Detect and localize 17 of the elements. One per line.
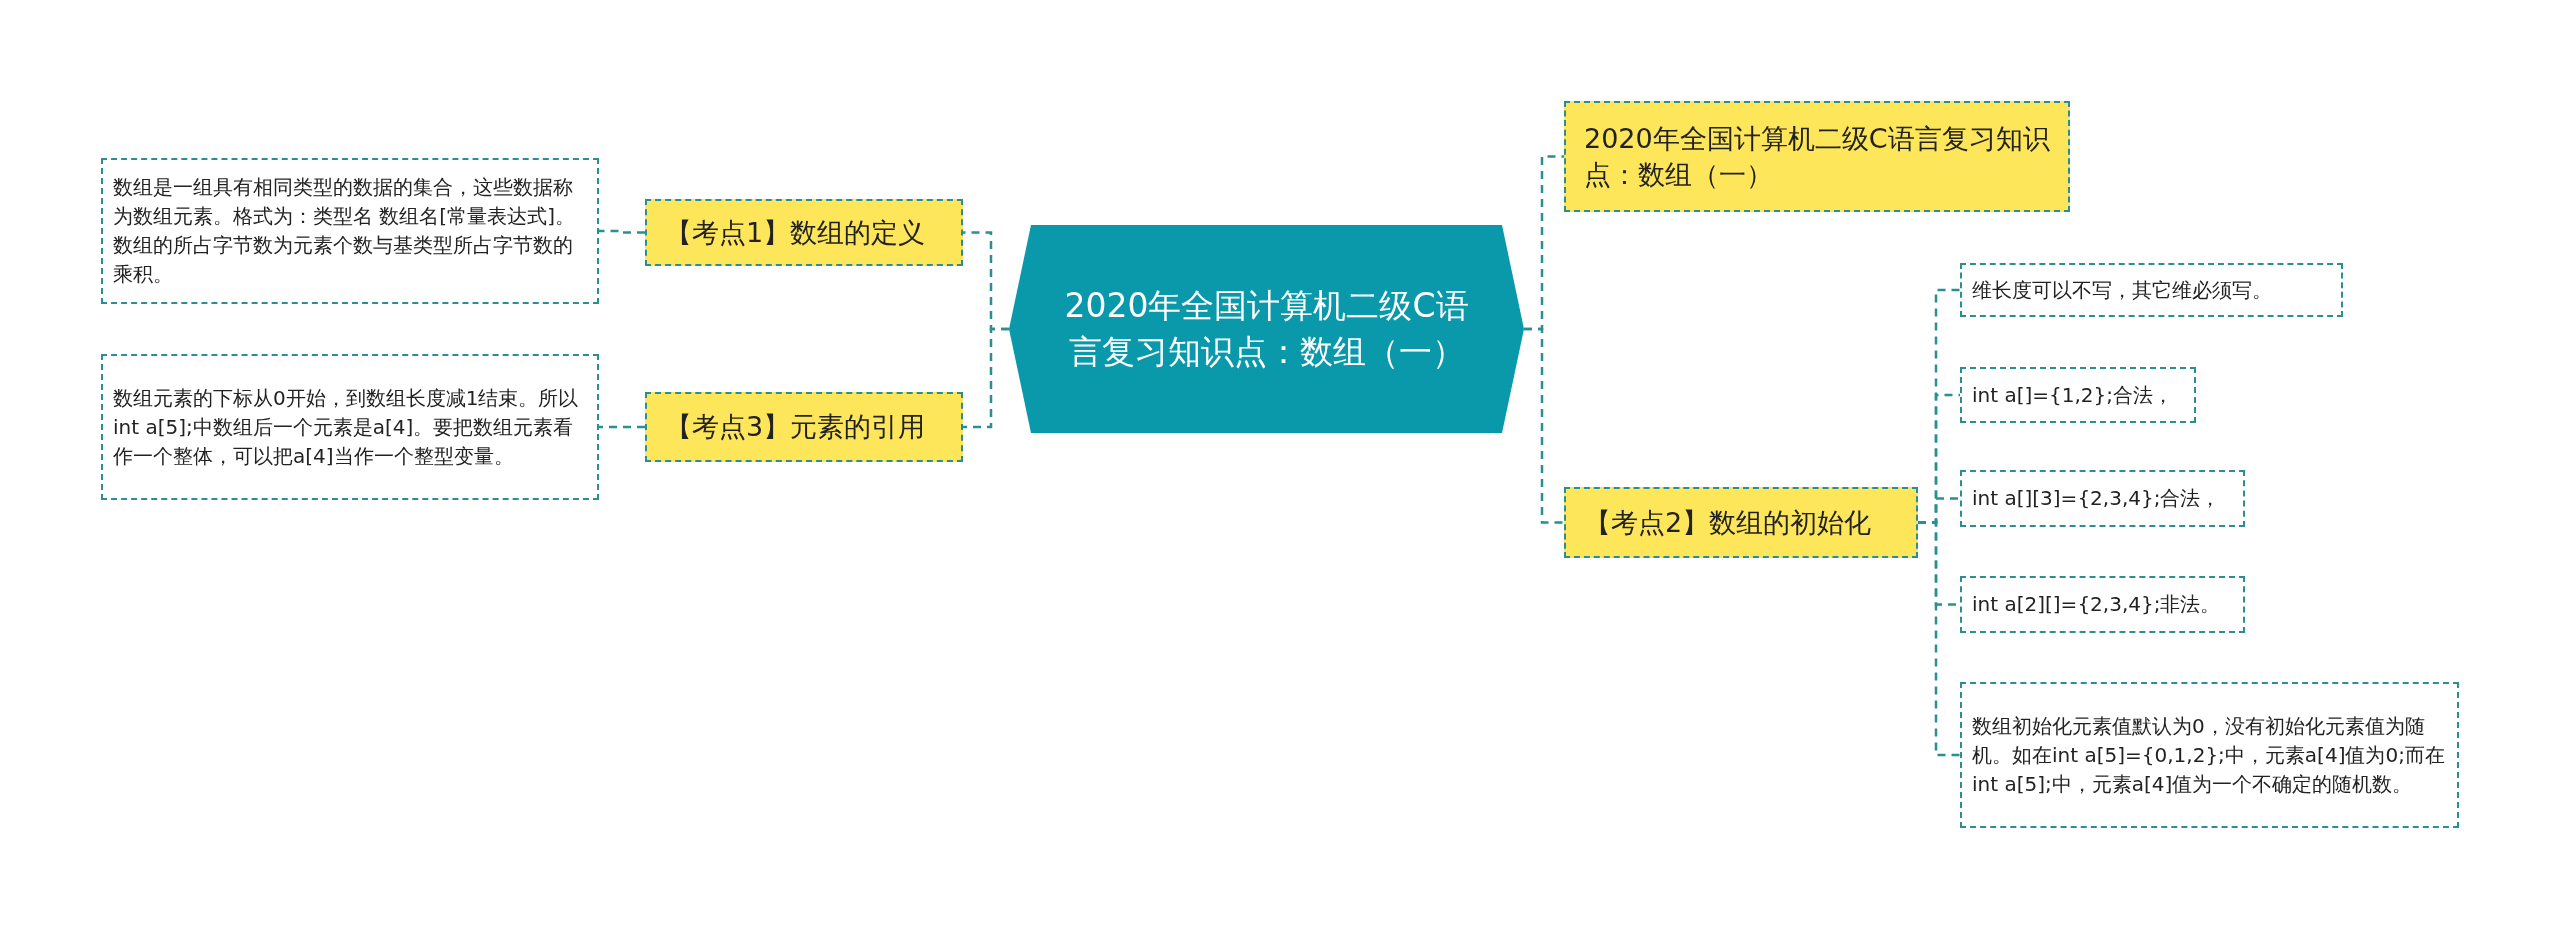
topic-box: 2020年全国计算机二级C语言复习知识点：数组（一）	[1564, 101, 2070, 212]
note-box: int a[][3]={2,3,4};合法，	[1960, 470, 2245, 527]
central-topic: 2020年全国计算机二级C语言复习知识点：数组（一）	[1009, 225, 1524, 433]
connector-line	[599, 425, 645, 429]
connector-line	[963, 327, 1009, 429]
connector-line	[1918, 521, 1960, 757]
connector-line	[1524, 327, 1564, 524]
note-box: int a[]={1,2};合法，	[1960, 367, 2196, 423]
topic-box: 【考点2】数组的初始化	[1564, 487, 1918, 558]
topic-box: 【考点1】数组的定义	[645, 199, 963, 266]
note-box: 数组初始化元素值默认为0，没有初始化元素值为随机。如在int a[5]={0,1,2};中，元素a[4]值为0;而在int a[5];中，元素a[4]值为一个不确定的随机数。	[1960, 682, 2459, 828]
connector-line	[599, 229, 645, 234]
note-box: 数组元素的下标从0开始，到数组长度减1结束。所以int a[5];中数组后一个元素是a[4]。要把数组元素看作一个整体，可以把a[4]当作一个整型变量。	[101, 354, 599, 500]
topic-box: 【考点3】元素的引用	[645, 392, 963, 462]
note-box: 数组是一组具有相同类型的数据的集合，这些数据称为数组元素。格式为：类型名 数组名[常量表达式]。数组的所占字节数为元素个数与基类型所占字节数的乘积。	[101, 158, 599, 304]
note-box: int a[2][]={2,3,4};非法。	[1960, 576, 2245, 633]
note-box: 维长度可以不写，其它维必须写。	[1960, 263, 2343, 317]
